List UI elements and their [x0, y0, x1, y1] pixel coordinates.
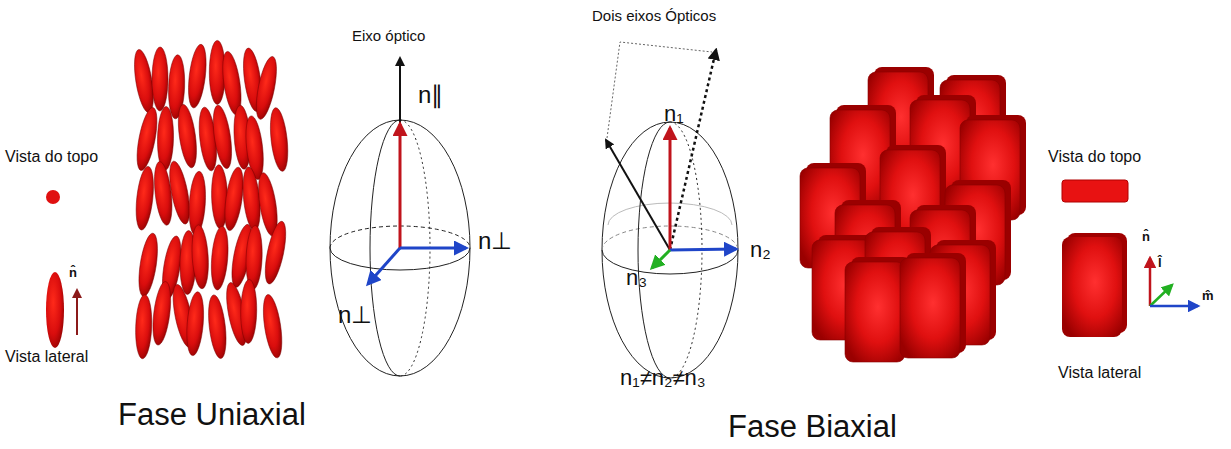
index-label: n∥: [418, 82, 443, 108]
index-label: n₁≠n₂≠n₃: [620, 366, 706, 390]
molecule: [157, 106, 174, 170]
molecule: [152, 47, 168, 111]
molecule: [190, 224, 210, 289]
molecule: [135, 294, 153, 359]
axis-label: Eixo óptico: [352, 28, 425, 45]
molecule: [206, 294, 229, 359]
vector-label: l̂: [1158, 256, 1162, 270]
molecule: [175, 103, 200, 169]
molecule: [209, 226, 230, 291]
molecule: [46, 272, 64, 348]
molecule: [133, 166, 156, 231]
index-label: n₂: [750, 238, 771, 262]
biaxial-ellipsoid: [602, 42, 738, 378]
molecule: [268, 107, 291, 172]
view-label: Vista do topo: [5, 148, 98, 166]
view-label: Vista do topo: [1048, 148, 1141, 166]
vector-label: n̂: [1142, 230, 1150, 244]
molecule: [260, 293, 285, 359]
index-label: n⊥: [338, 302, 372, 328]
molecule: [222, 166, 247, 232]
molecule: [210, 104, 235, 170]
nematic-cluster: [131, 40, 291, 359]
axes: [1150, 258, 1198, 306]
block: [900, 258, 960, 358]
molecule: [133, 106, 161, 172]
axis-label: Dois eixos Ópticos: [592, 8, 716, 25]
phase-title: Fase Uniaxial: [118, 398, 306, 432]
phase-title: Fase Biaxial: [728, 410, 897, 444]
director-arrow: [76, 290, 78, 335]
molecule: [185, 291, 206, 356]
molecule: [186, 43, 209, 108]
molecule: [261, 220, 290, 286]
vector-label: n̂: [69, 266, 77, 280]
block: [1062, 237, 1122, 337]
index-label: n⊥: [478, 228, 512, 254]
vector-label: m̂: [1202, 289, 1214, 303]
uniaxial-ellipsoid: [330, 58, 470, 376]
index-label: n₃: [626, 266, 647, 290]
block: [845, 262, 905, 362]
molecule: [150, 281, 174, 346]
top-view-block: [1062, 180, 1128, 202]
molecule: [240, 279, 257, 343]
molecule: [136, 232, 161, 298]
index-label: n₁: [664, 102, 684, 126]
view-label: Vista lateral: [1058, 364, 1141, 382]
top-view-dot: [46, 190, 60, 204]
biaxial-cluster: [800, 67, 1026, 362]
view-label: Vista lateral: [5, 348, 88, 366]
